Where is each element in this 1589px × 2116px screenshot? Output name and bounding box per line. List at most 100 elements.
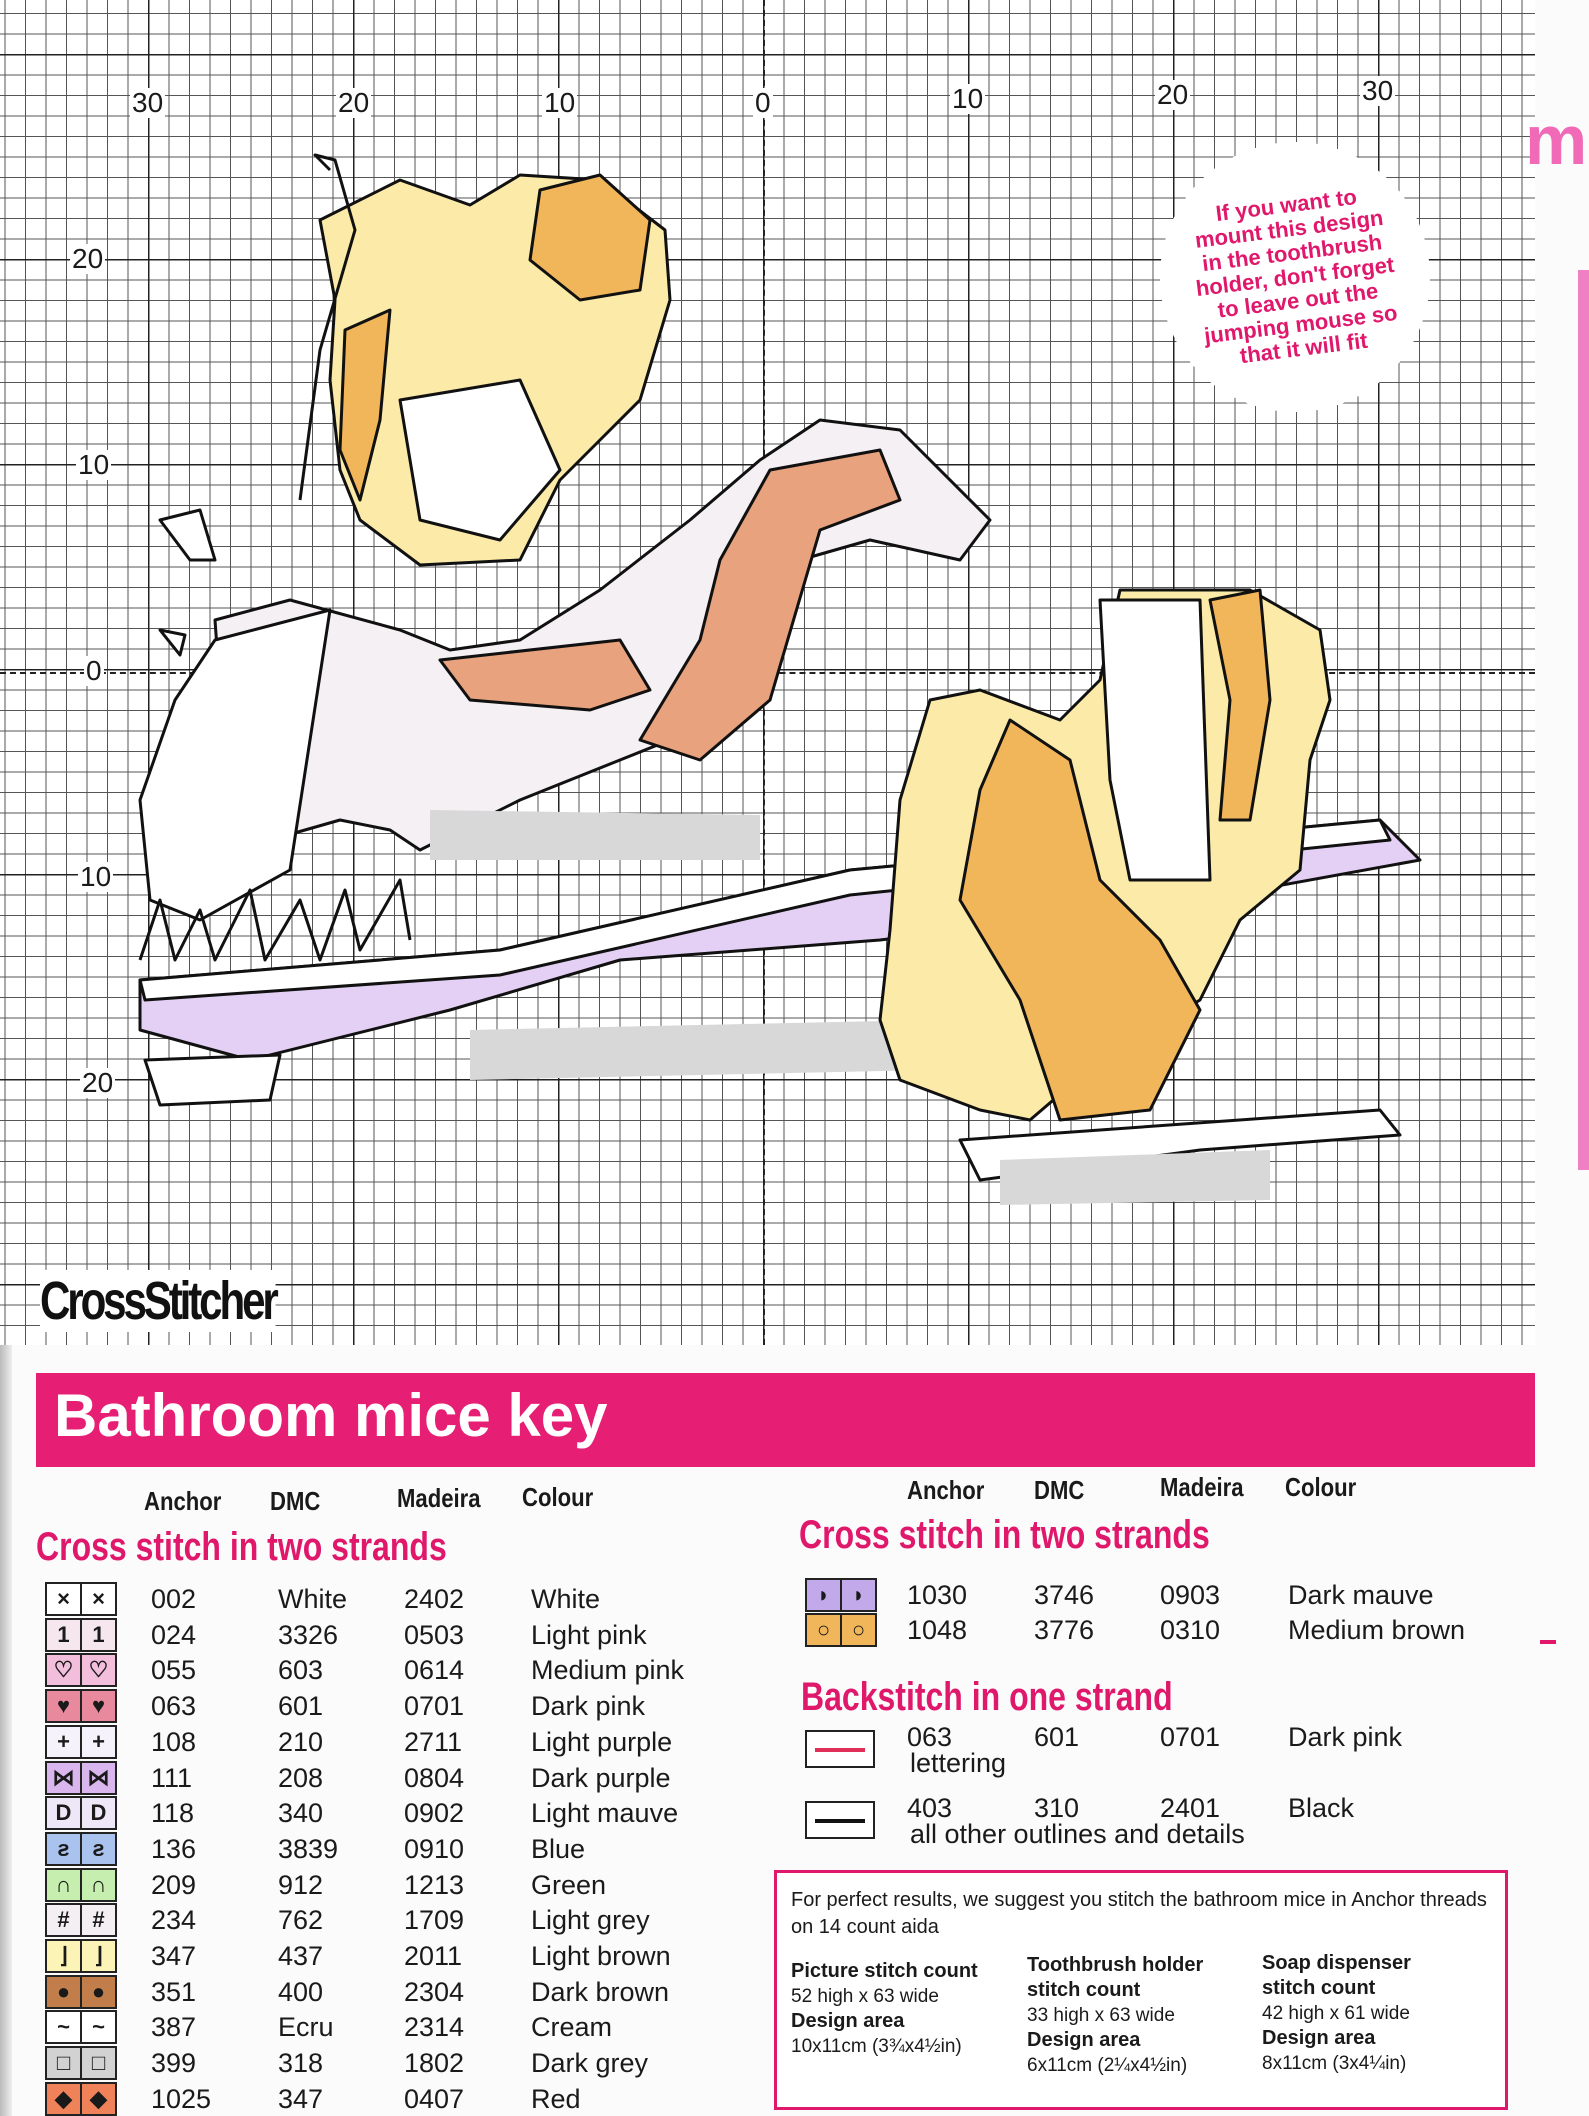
side-pink-dash [1540, 1640, 1556, 1644]
stitch-symbol-icon: ♥ [47, 1691, 82, 1722]
key-colour: Dark mauve [1288, 1580, 1434, 1610]
info-count: 52 high x 63 wide [791, 1986, 939, 2007]
right-mouse-ear [1208, 588, 1272, 822]
key-madeira: 0903 [1160, 1580, 1221, 1610]
key-dmc: 318 [278, 2048, 324, 2079]
key-colour: Medium pink [531, 1655, 685, 1686]
key-dmc: 601 [1034, 1722, 1080, 1752]
key-madeira: 2011 [404, 1941, 463, 1971]
axis-left-label: 0 [84, 655, 104, 686]
key-madeira: 2304 [404, 1976, 465, 2007]
key-colour: Red [531, 2083, 581, 2114]
right-mouse-brown [958, 718, 1202, 1122]
stitch-symbol-icon: ◆ [82, 2083, 115, 2114]
stitch-symbol-icon: ⌋ [47, 1941, 82, 1971]
stitch-symbol-icon: 1 [47, 1619, 82, 1650]
key-anchor: 1025 [151, 2083, 212, 2114]
info-count: 42 high x 61 wide [1262, 2003, 1410, 2024]
stitch-symbol-icon: ● [47, 1976, 82, 2007]
key-colour: Medium brown [1288, 1615, 1466, 1645]
key-dmc: 3776 [1034, 1615, 1095, 1645]
color-swatch: ## [45, 1903, 117, 1938]
key-anchor: 002 [151, 1584, 197, 1614]
stitch-symbol-icon: ~ [47, 2012, 82, 2043]
backstitch-line-icon [815, 1819, 865, 1823]
axis-top-label: 10 [542, 87, 578, 118]
info-heading: Soap dispenser stitch count [1262, 1952, 1411, 1999]
stitch-symbol-icon: ƨ [47, 1833, 82, 1864]
key-colour: White [531, 1584, 601, 1614]
key-anchor: 111 [151, 1762, 193, 1793]
key-colour: Dark purple [531, 1762, 671, 1793]
key-colour: Light pink [531, 1619, 647, 1650]
jumping-mouse-pink-patch [638, 448, 902, 762]
key-colour: Black [1288, 1793, 1355, 1823]
stitch-symbol-icon: ◗ [842, 1580, 875, 1610]
key-anchor: 351 [151, 1976, 197, 2007]
key-dmc: White [278, 1584, 348, 1614]
stitch-symbol-icon: ⋈ [82, 1762, 115, 1793]
stitch-symbol-icon: ∩ [47, 1869, 82, 1900]
key-madeira: 0804 [404, 1762, 465, 1793]
key-dmc: Ecru [278, 2012, 334, 2043]
color-swatch: ●● [45, 1974, 117, 2009]
key-anchor: 1030 [907, 1580, 968, 1610]
sitting-mouse-ear [528, 173, 652, 302]
key-madeira: 0310 [1160, 1615, 1221, 1645]
header-colour: Colour [522, 1482, 594, 1512]
color-swatch: ♥♥ [45, 1689, 117, 1724]
key-colour: Dark pink [1288, 1722, 1403, 1752]
info-area-label: Design area [791, 2010, 905, 2032]
stitch-symbol-icon: ● [82, 1976, 115, 2007]
key-madeira: 0503 [404, 1619, 465, 1650]
sitting-mouse-side [338, 308, 392, 502]
header-madeira: Madeira [397, 1483, 481, 1513]
axis-left-label: 20 [70, 243, 106, 274]
stitch-symbol-icon: ∩ [82, 1869, 115, 1900]
header-colour: Colour [1285, 1472, 1357, 1502]
key-anchor: 108 [151, 1726, 197, 1757]
key-colour: Dark grey [531, 2048, 649, 2079]
key-madeira: 1709 [404, 1905, 465, 1936]
grey-shadow [430, 810, 760, 860]
axis-left-label: 10 [76, 449, 112, 480]
key-anchor: 347 [151, 1941, 197, 1971]
key-colour: Light brown [531, 1941, 671, 1971]
stitch-symbol-icon: ⋈ [47, 1762, 82, 1793]
chart-motif [138, 153, 1422, 1205]
grey-shadow-right [1000, 1150, 1270, 1205]
key-dmc: 310 [1034, 1793, 1080, 1823]
bristle-base [143, 1053, 282, 1107]
info-box: For perfect results, we suggest you stit… [774, 1870, 1508, 2110]
key-dmc: 340 [278, 1798, 324, 1829]
stitch-symbol-icon: × [47, 1584, 82, 1614]
sitting-mouse-belly [398, 378, 562, 542]
key-anchor: 024 [151, 1619, 197, 1650]
header-anchor: Anchor [144, 1486, 222, 1516]
key-dmc: 601 [278, 1691, 324, 1722]
key-dmc: 400 [278, 1976, 324, 2007]
key-anchor: 234 [151, 1905, 197, 1936]
white-mouse-head [138, 608, 332, 922]
key-title-banner: Bathroom mice key [36, 1373, 1535, 1467]
key-dmc: 208 [278, 1762, 324, 1793]
color-swatch: ○○ [805, 1613, 877, 1647]
header-dmc: DMC [1034, 1475, 1085, 1505]
key-dmc: 762 [278, 1905, 324, 1936]
info-col-toothbrush: Toothbrush holder stitch count 33 high x… [1027, 1953, 1227, 2078]
key-madeira: 0701 [1160, 1722, 1221, 1752]
color-swatch: ~~ [45, 2010, 117, 2045]
key-dmc: 210 [278, 1726, 324, 1757]
stitch-symbol-icon: # [47, 1905, 82, 1936]
stitch-symbol-icon: ⌋ [82, 1941, 115, 1971]
info-heading: Picture stitch count [791, 1960, 978, 1982]
key-dmc: 912 [278, 1869, 324, 1900]
color-swatch: ◗◗ [805, 1578, 877, 1612]
stitch-symbol-icon: + [82, 1726, 115, 1757]
stitch-symbol-icon: D [47, 1798, 82, 1829]
key-colour: Blue [531, 1833, 586, 1864]
sitting-mouse-tail [298, 153, 357, 501]
right-mouse-body [878, 588, 1332, 1122]
key-madeira: 0614 [404, 1655, 465, 1686]
